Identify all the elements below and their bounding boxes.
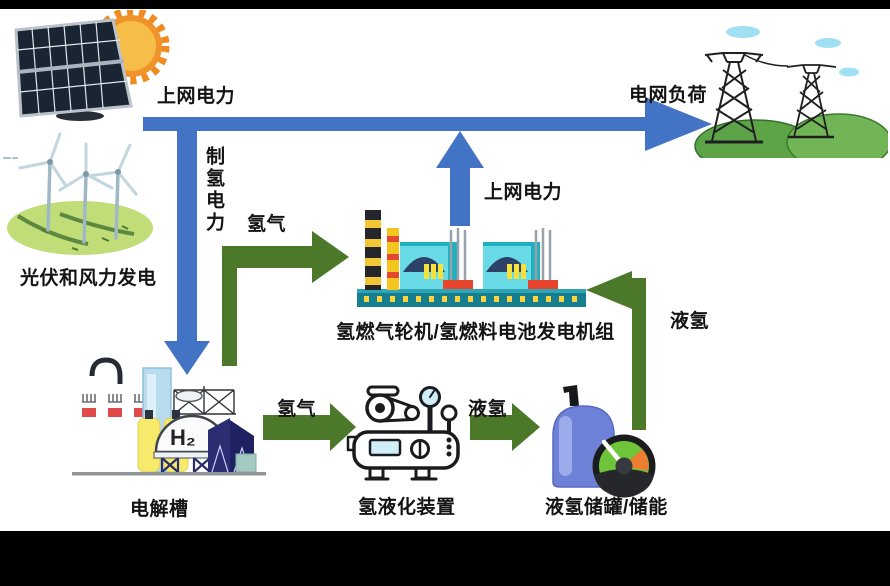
solar-panel-icon	[14, 18, 133, 121]
h2-badge: H₂	[170, 425, 196, 450]
red-unit-icon	[443, 280, 473, 291]
label-pv-wind: 光伏和风力发电	[20, 268, 157, 289]
arrow-electrolyzer-to-plant	[222, 231, 349, 366]
label-hydrogen-gas-top: 氢气	[247, 214, 287, 235]
label-electrolyzer: 电解槽	[130, 499, 189, 520]
grass-icon	[7, 201, 153, 255]
label-liquid-h2-right: 液氢	[670, 311, 710, 332]
label-grid-load: 电网负荷	[629, 85, 708, 106]
label-hydrogen-gas-bottom: 氢气	[277, 399, 317, 420]
gauge-icon	[592, 434, 656, 498]
hill-icon	[786, 113, 888, 158]
wind-turbine-icon	[3, 132, 138, 244]
label-grid-power-mid: 上网电力	[484, 182, 563, 203]
stack-vents-icon	[82, 394, 148, 403]
pylon-icon	[704, 52, 837, 144]
solar-panel-sun-icon	[14, 10, 170, 121]
transmission-towers-icon	[694, 26, 888, 158]
lattice-icon	[172, 386, 236, 415]
power-plant-icon	[357, 210, 586, 307]
label-plant: 氢燃气轮机/氢燃料电池发电机组	[336, 322, 615, 343]
plant-structure-icon	[208, 418, 230, 472]
liquefier-icon	[346, 385, 460, 481]
letterbox-top-bar	[0, 0, 890, 9]
label-grid-power-top: 上网电力	[157, 86, 236, 107]
tank-valve-icon	[563, 385, 579, 406]
label-liquid-h2-mid: 液氢	[468, 399, 508, 420]
wind-turbines-icon	[3, 132, 153, 255]
chimney-icon	[365, 210, 399, 290]
red-unit-icon	[528, 280, 558, 291]
cloud-icon	[726, 26, 859, 77]
label-h2-production-power: 制氢电力	[203, 146, 224, 234]
label-liquefier: 氢液化装置	[358, 497, 456, 518]
exhaust-pipes-icon	[449, 228, 552, 280]
ground-line	[72, 472, 266, 476]
letterbox-bottom-bar	[0, 531, 890, 586]
label-tank: 液氢储罐/储能	[545, 497, 668, 518]
pipe-icon	[89, 357, 123, 384]
electrolyzer-icon: H₂	[72, 357, 266, 476]
storage-tank-icon	[552, 385, 656, 498]
